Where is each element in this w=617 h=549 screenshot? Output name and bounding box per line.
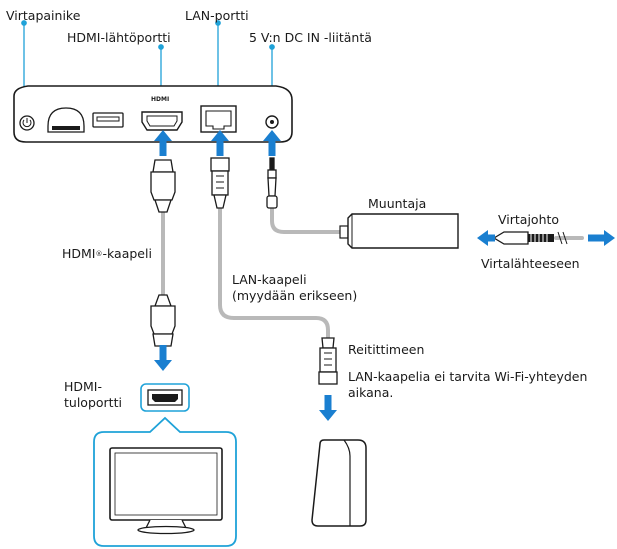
- lan-port-label: LAN-portti: [185, 8, 249, 23]
- card-slot-icon: [47, 107, 85, 133]
- lan-cable-note: (myydään erikseen): [232, 288, 358, 303]
- hdmi-input-label-line2: tuloportti: [64, 395, 122, 410]
- lan-plug-bottom: [318, 337, 338, 385]
- hdmi-input-label-line1: HDMI-: [64, 379, 103, 394]
- router-icon: [311, 439, 367, 527]
- lan-cable-label: LAN-kaapeli: [232, 272, 307, 287]
- to-outlet-label: Virtalähteeseen: [481, 256, 580, 271]
- hdmi-plug-bottom: [150, 294, 176, 347]
- adapter-label: Muuntaja: [368, 196, 427, 211]
- dc-in-label: 5 V:n DC IN -liitäntä: [249, 30, 372, 45]
- power-cord-plug: [492, 231, 568, 245]
- power-button-icon: [19, 115, 35, 131]
- wifi-note-line1: LAN-kaapelia ei tarvita Wi-Fi-yhteyden: [348, 369, 588, 384]
- lan-cable: [218, 206, 330, 342]
- power-button-label: Virtapainike: [6, 8, 81, 23]
- dc-cable: [270, 206, 342, 234]
- connection-arrows: [154, 130, 615, 421]
- hdmi-output-port: [141, 111, 183, 131]
- hdmi-input-port-callout: [140, 383, 190, 412]
- hdmi-plug-top: [150, 159, 176, 213]
- router-label: Reitittimeen: [348, 342, 425, 357]
- tv-callout: [93, 416, 237, 547]
- hdmi-port-mark: HDMI: [151, 96, 170, 103]
- lan-plug-top: [210, 157, 230, 209]
- power-cord-label: Virtajohto: [498, 212, 560, 227]
- streaming-device: [13, 85, 293, 143]
- dc-plug: [266, 157, 278, 209]
- hdmi-output-label: HDMI-lähtöportti: [67, 30, 171, 45]
- power-adapter: [339, 213, 459, 249]
- dc-in-port: [265, 115, 279, 129]
- wifi-note-line2: aikana.: [348, 385, 394, 400]
- usb-port-icon: [92, 112, 124, 128]
- hdmi-cable-label: HDMI®-kaapeli: [62, 246, 152, 261]
